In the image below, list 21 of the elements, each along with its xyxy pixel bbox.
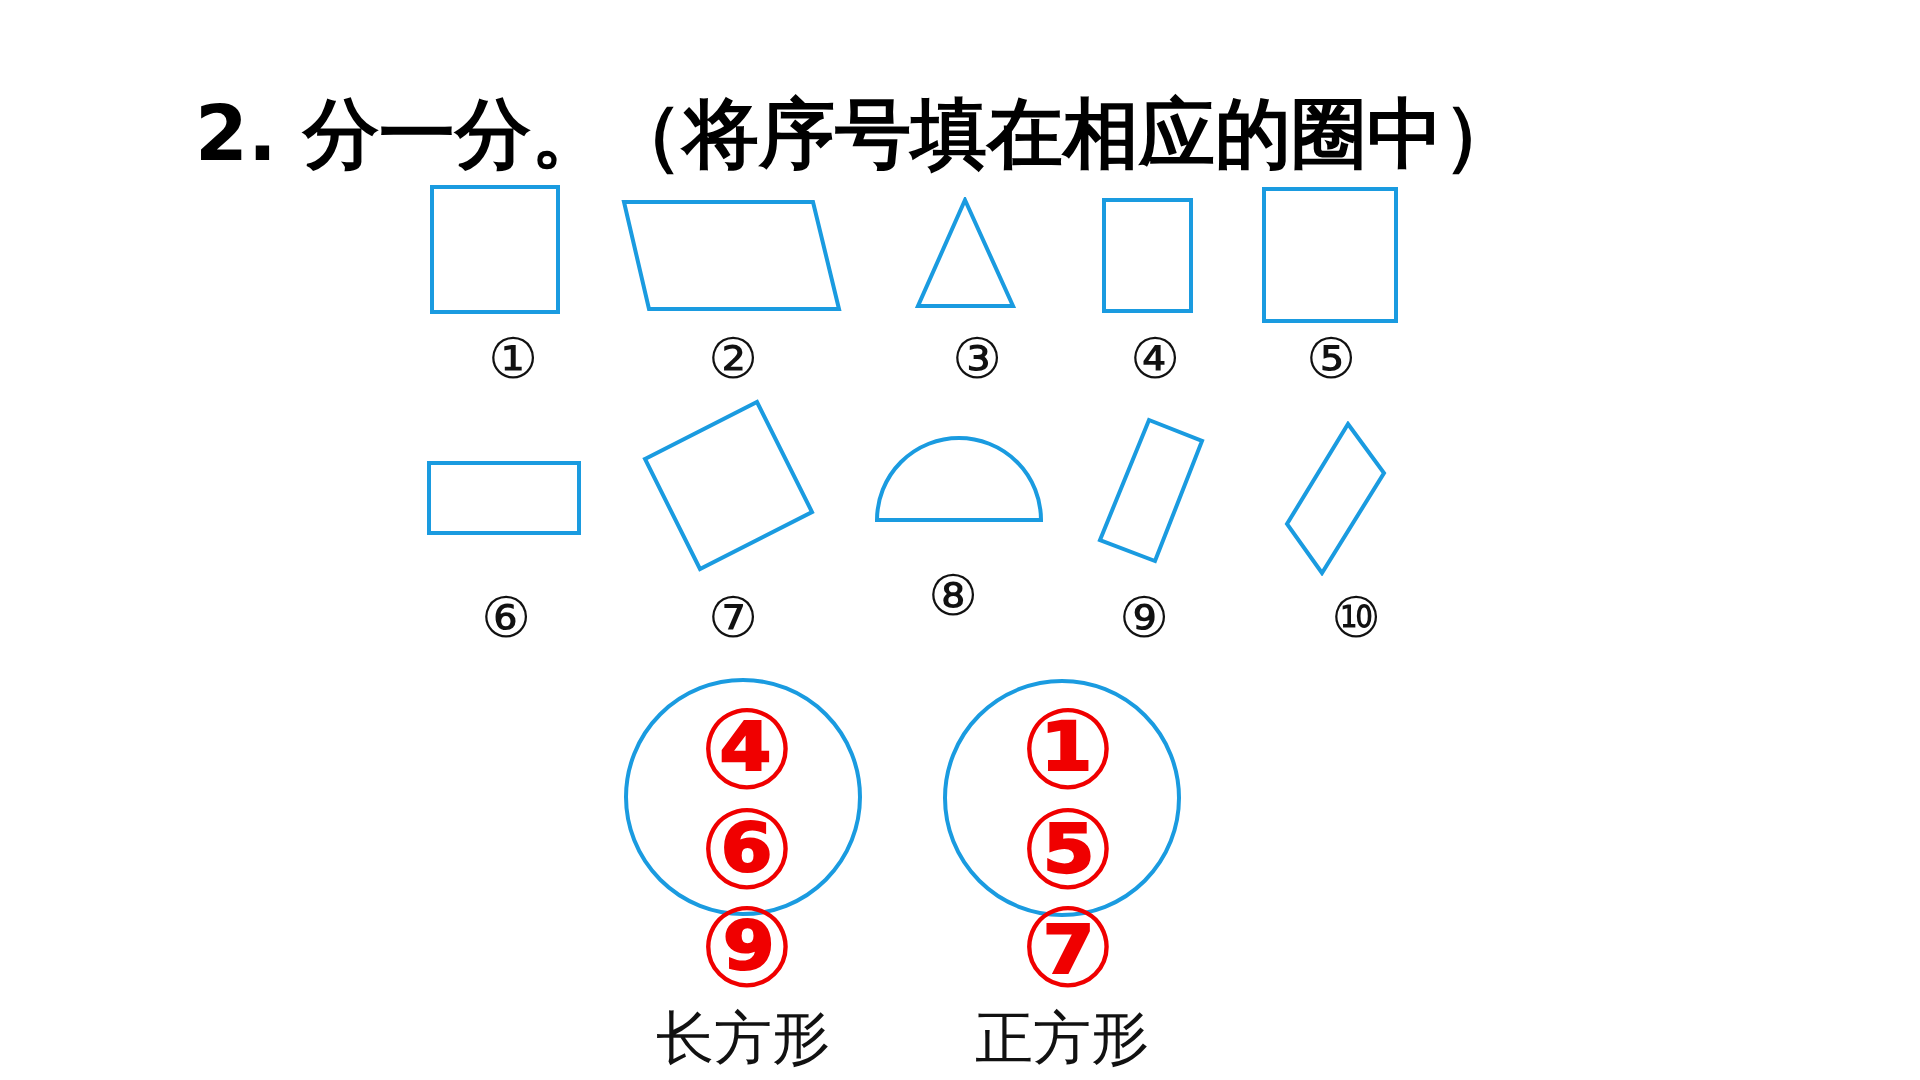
number-label: ⑤	[1306, 331, 1356, 387]
rectangle-shape	[426, 460, 582, 536]
square-shape	[1261, 186, 1399, 324]
number-label: ②	[708, 331, 758, 387]
triangle-shape	[915, 197, 1016, 309]
title: 2. 分一分。（将序号填在相应的圈中）	[195, 92, 1520, 176]
number-label: ⑨	[1119, 590, 1169, 646]
number-label: ⑦	[708, 590, 758, 646]
rectangle-shape	[1101, 197, 1194, 314]
set-label: 正方形	[975, 1009, 1149, 1067]
square-shape	[429, 184, 561, 315]
semicircle-shape	[874, 435, 1044, 523]
parallelogram-shape	[621, 199, 842, 312]
diamond-shape	[1284, 421, 1387, 576]
number-label: ⑥	[481, 590, 531, 646]
number-label: ⑩	[1331, 590, 1381, 646]
number-label: ⑧	[928, 568, 978, 624]
number-label: ④	[1130, 331, 1180, 387]
number-label: ③	[952, 331, 1002, 387]
set-label: 长方形	[656, 1009, 830, 1067]
number-label: ①	[488, 331, 538, 387]
